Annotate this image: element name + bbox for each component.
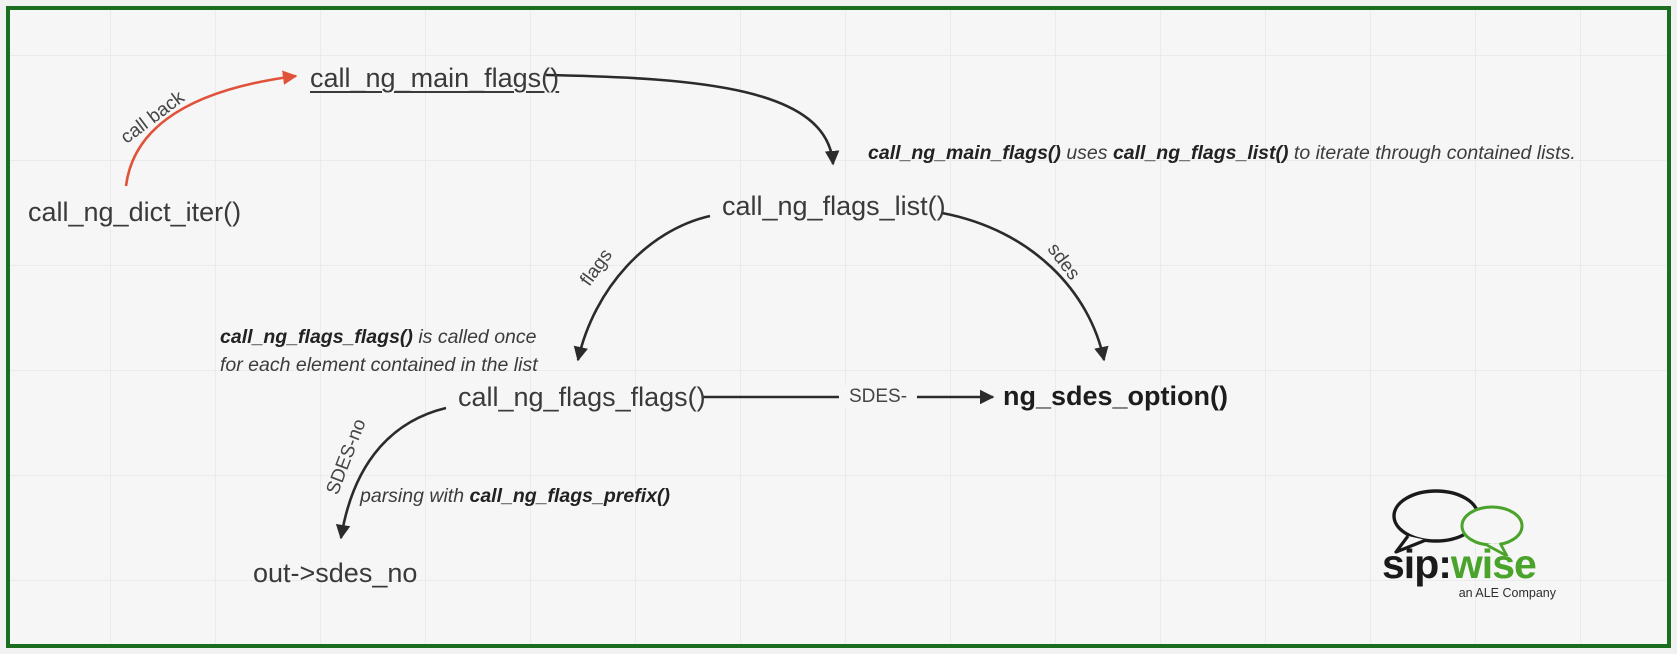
annotation-text: is called once xyxy=(412,326,537,348)
node-out-sdes-no: out->sdes_no xyxy=(253,558,418,588)
logo-tagline: an ALE Company xyxy=(1458,586,1556,600)
node-call-ng-flags-flags: call_ng_flags_flags() xyxy=(458,382,706,412)
annotation-fn-flags-list: call_ng_flags_list() xyxy=(1112,142,1289,164)
annotation-line: call_ng_flags_flags() is called once xyxy=(220,324,538,352)
edge-label-sdes-dash: SDES- xyxy=(838,386,918,408)
node-call-ng-dict-iter: call_ng_dict_iter() xyxy=(28,197,242,227)
annotation-main-flags: call_ng_main_flags() uses call_ng_flags_… xyxy=(868,140,1576,168)
logo-wordmark: sip:wise xyxy=(1382,541,1537,587)
node-ng-sdes-option: ng_sdes_option() xyxy=(1003,381,1229,411)
annotation-text: uses xyxy=(1060,142,1113,164)
logo-wise-text: wise xyxy=(1450,541,1537,587)
annotation-fn-flags-prefix: call_ng_flags_prefix() xyxy=(469,485,670,507)
annotation-fn-main-flags: call_ng_main_flags() xyxy=(868,142,1061,164)
annotation-flags-flags: call_ng_flags_flags() is called once for… xyxy=(220,324,538,379)
annotation-prefix: parsing with call_ng_flags_prefix() xyxy=(360,483,670,511)
logo-sip-text: sip: xyxy=(1382,541,1452,587)
speech-bubbles-icon xyxy=(1392,489,1524,556)
node-call-ng-flags-list: call_ng_flags_list() xyxy=(722,191,946,221)
annotation-text: parsing with xyxy=(360,485,470,507)
sipwise-logo: sip:wise an ALE Company xyxy=(1368,486,1568,601)
annotation-fn-flags-flags: call_ng_flags_flags() xyxy=(220,326,413,348)
annotation-text: to iterate through contained lists. xyxy=(1288,142,1576,164)
node-call-ng-main-flags: call_ng_main_flags() xyxy=(310,63,560,93)
annotation-line: for each element contained in the list xyxy=(220,353,538,376)
